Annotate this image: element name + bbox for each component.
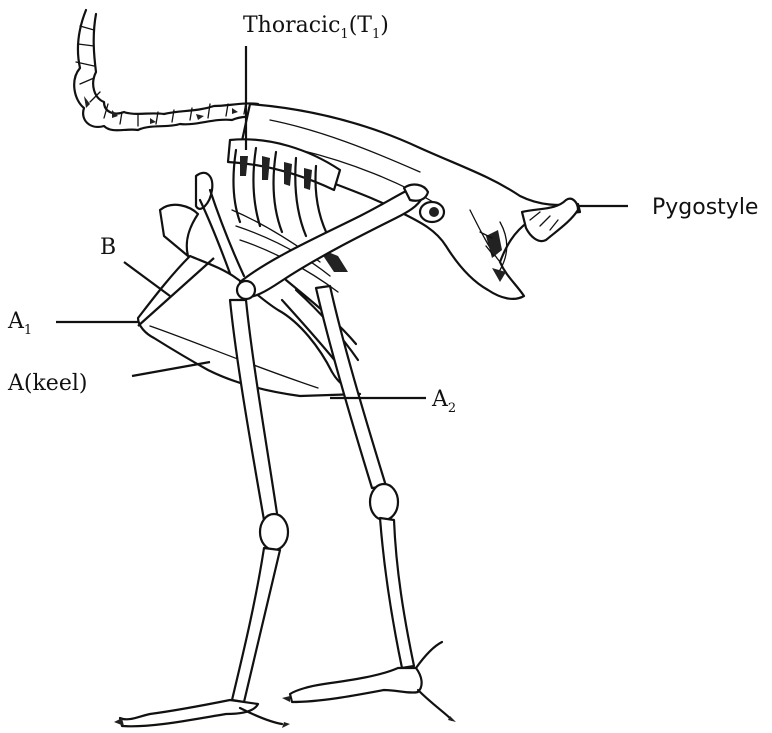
leader-keel	[132, 362, 210, 376]
label-pygostyle: Pygostyle	[652, 195, 758, 220]
label-a2: A2	[431, 387, 456, 416]
neck-vertebrae	[74, 10, 270, 130]
label-thoracic: Thoracic1(T1)	[243, 13, 389, 42]
label-a1: A1	[7, 309, 32, 338]
label-b: B	[100, 235, 116, 260]
label-keel: A(keel)	[7, 371, 87, 396]
leader-b	[124, 262, 170, 296]
wing-bones	[237, 185, 428, 299]
skeleton-illustration	[74, 10, 580, 728]
